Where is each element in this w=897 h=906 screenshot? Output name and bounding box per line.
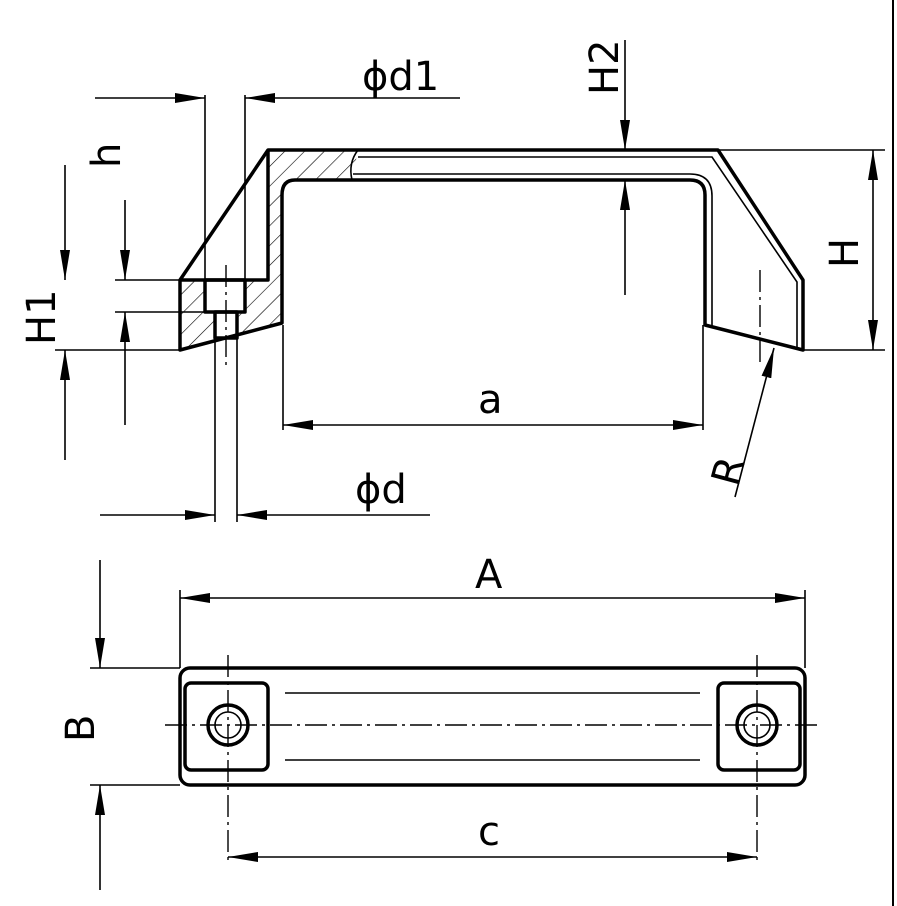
dimension-H1: H1 <box>19 165 180 460</box>
dimension-d: ϕd <box>100 338 430 522</box>
dimension-B: B <box>58 560 180 890</box>
dimension-a: a <box>282 325 704 430</box>
dimension-d1: ϕd1 <box>95 54 460 280</box>
label-A: A <box>475 552 503 598</box>
label-H: H <box>822 238 868 268</box>
dimension-R: R <box>703 347 775 498</box>
dimension-c: c <box>228 809 757 862</box>
label-R: R <box>703 452 755 491</box>
dimension-H2: H2 <box>582 39 630 295</box>
dimension-h: h <box>84 143 205 425</box>
side-view <box>178 148 805 365</box>
label-c: c <box>478 809 500 855</box>
label-H1: H1 <box>19 289 65 345</box>
dimension-A: A <box>179 552 806 668</box>
label-B: B <box>58 715 104 742</box>
label-d1: ϕd1 <box>362 54 439 100</box>
label-H2: H2 <box>582 39 628 95</box>
top-view <box>165 655 822 865</box>
dimension-H: H <box>718 149 885 351</box>
label-d: ϕd <box>355 467 407 513</box>
label-a: a <box>478 377 503 423</box>
label-h: h <box>84 143 130 168</box>
